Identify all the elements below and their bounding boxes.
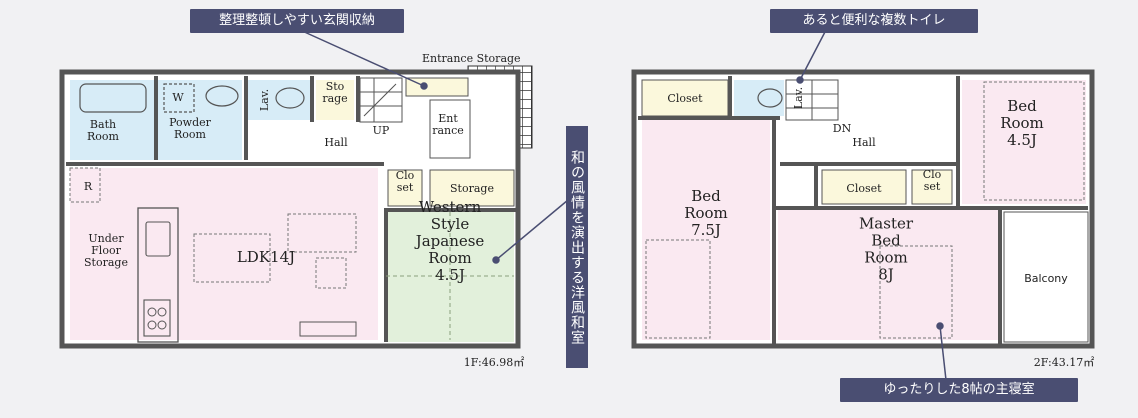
toilet-icon xyxy=(275,87,305,109)
entrance xyxy=(429,99,471,159)
callout-master-bedroom: ゆったりした8帖の主寝室 xyxy=(840,378,1078,402)
label-closet-top: Closet xyxy=(667,92,703,105)
callout-leaders xyxy=(299,29,947,381)
tv-board xyxy=(299,321,357,337)
label-hall-2f: Hall xyxy=(852,136,876,149)
floor2-area: 2F:43.17㎡ xyxy=(1034,356,1094,369)
sofa xyxy=(287,213,357,253)
entrance-storage xyxy=(405,77,469,97)
label-hall-1f: Hall xyxy=(324,136,348,149)
master-bed-room xyxy=(778,210,998,340)
closet-small xyxy=(911,169,953,205)
label-lav-1f: Lav. xyxy=(258,89,271,111)
label-lav-2f: Lav. xyxy=(792,87,805,109)
ldk-room xyxy=(70,168,378,340)
stairs-down xyxy=(785,79,839,121)
callout-japanese-room: 和の風情を演出する洋風和室 xyxy=(566,126,588,368)
lav-2f xyxy=(734,80,784,116)
floor1-plan xyxy=(59,65,533,349)
callout-entrance-storage: 整理整頓しやすい玄関収納 xyxy=(190,9,404,33)
label-dn: DN xyxy=(833,122,852,135)
storage-1f xyxy=(429,169,515,207)
hall xyxy=(246,124,428,158)
roof-hatch xyxy=(69,167,101,203)
label-balcony: Balcony xyxy=(1024,272,1068,285)
storage-small xyxy=(316,80,354,120)
label-roof-mark: R xyxy=(84,180,93,193)
bathtub-icon xyxy=(79,83,147,113)
bed-room-left xyxy=(642,120,770,340)
dining-table xyxy=(193,233,271,283)
balcony xyxy=(1003,211,1089,343)
closet-1f xyxy=(387,169,423,207)
lav-room xyxy=(246,80,312,120)
label-washer: W xyxy=(172,91,184,104)
sink-icon xyxy=(205,85,239,107)
powder-room xyxy=(158,80,242,160)
label-storage-1f: Storage xyxy=(450,182,494,195)
callout-toilet: あると便利な複数トイレ xyxy=(770,9,978,33)
bed-room-small xyxy=(962,80,1086,204)
label-up: UP xyxy=(373,124,390,137)
label-closet-mid: Closet xyxy=(846,182,882,195)
bath-room xyxy=(70,80,154,160)
washer-icon xyxy=(163,83,195,113)
hall-2f xyxy=(780,122,958,156)
floor2-plan xyxy=(631,69,1095,349)
stairs-up xyxy=(359,77,403,123)
closet-mid xyxy=(821,169,907,205)
kitchen-counter xyxy=(137,207,179,343)
label-ldk: LDK14J xyxy=(237,248,295,266)
floor1-area: 1F:46.98㎡ xyxy=(464,356,524,369)
label-entrance-storage: Entrance Storage xyxy=(422,52,521,65)
